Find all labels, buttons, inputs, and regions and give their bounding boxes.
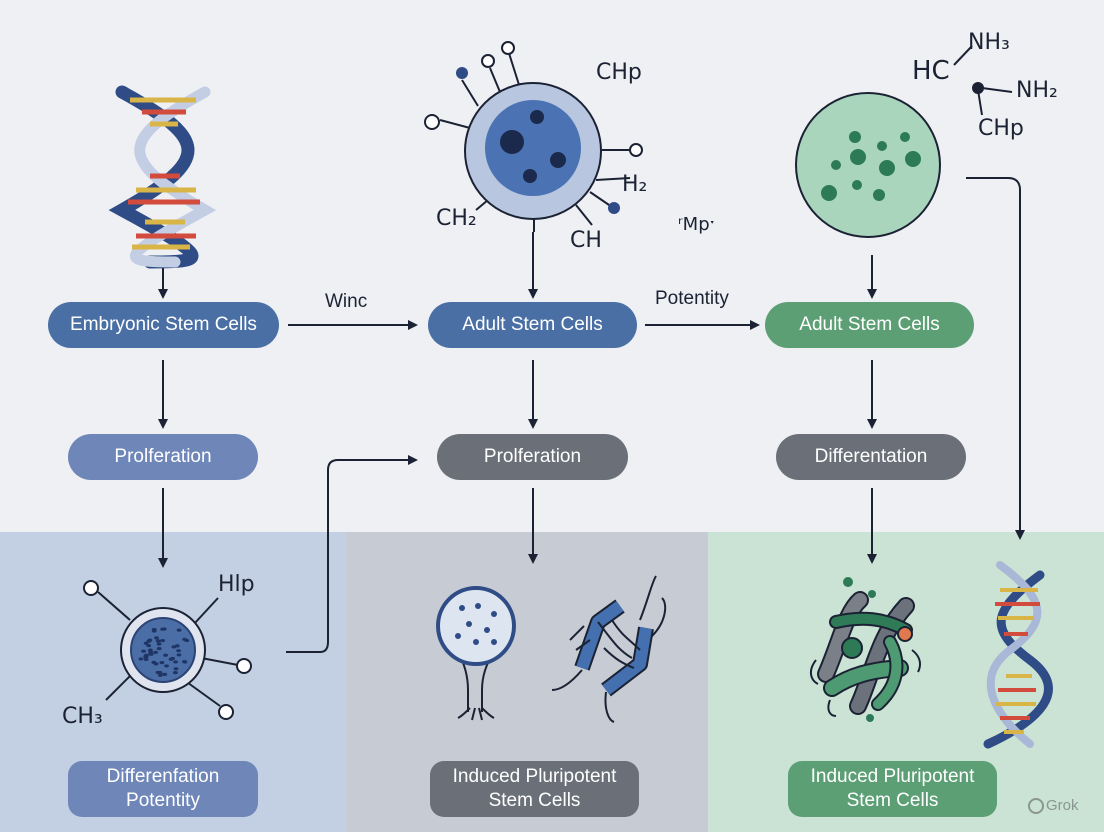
chromatin-dot <box>174 644 180 648</box>
chromatin-dot <box>156 647 162 651</box>
node-line-1: Induced Pluripotent <box>452 766 617 788</box>
chem-label-chp-right: CHp <box>978 116 1024 141</box>
node-proliferation-middle: Prolferation <box>437 434 628 480</box>
chromatin-dot <box>176 628 182 632</box>
chromatin-dot <box>162 672 168 676</box>
green-cell-icon <box>795 92 941 238</box>
node-adult-stem-cells-middle: Adult Stem Cells <box>428 302 637 348</box>
neuron-cell-icon <box>436 586 516 721</box>
chromatin-dot <box>176 653 182 657</box>
dna-helix-icon <box>983 561 1053 749</box>
dna-helix-icon <box>108 85 217 269</box>
chromatin-dot <box>160 627 166 631</box>
chromatin-dot <box>143 641 149 645</box>
chromatin-dot <box>164 664 169 668</box>
chromatin-dot <box>153 662 159 666</box>
chromatin-dot <box>173 667 179 671</box>
edge-label-potentity: Potentity <box>655 288 729 309</box>
node-line-2: Potentity <box>126 790 200 811</box>
node-adult-stem-cells-right: Adult Stem Cells <box>765 302 974 348</box>
chromatin-dot <box>141 649 146 653</box>
chem-label-hlp: Hlp <box>218 572 255 597</box>
protein-cluster-icon <box>810 577 921 722</box>
chem-label-ch3: CH₃ <box>62 704 103 729</box>
chem-label-ch: CH <box>570 228 602 253</box>
chromatin-dot <box>182 637 188 641</box>
node-line-2: Stem Cells <box>488 790 581 811</box>
watermark-text: Grok <box>1046 797 1079 814</box>
chem-label-nh2: NH₂ <box>1016 78 1058 103</box>
chromatin-dot <box>155 639 161 643</box>
chromatin-dot <box>143 657 149 661</box>
chromatin-dots <box>138 627 190 677</box>
chem-label-ch2: CH₂ <box>436 206 477 231</box>
chromatin-dot <box>176 649 181 653</box>
chromatin-dot <box>144 653 149 657</box>
chromatin-dot <box>154 636 159 640</box>
chromatin-dot <box>163 653 169 657</box>
chromatin-dot <box>148 650 153 654</box>
chromatin-dot <box>182 660 188 664</box>
node-differentiation-right: Differentation <box>776 434 966 480</box>
chem-label-nh3: NH₃ <box>968 30 1010 55</box>
edge-label-winc: Winc <box>325 291 368 312</box>
chromatin-dot <box>172 671 178 675</box>
protein-strand-icon <box>551 575 667 723</box>
node-embryonic-stem-cells: Embryonic Stem Cells <box>48 302 279 348</box>
chromatin-dot <box>151 627 157 632</box>
chromatin-dot <box>156 642 162 646</box>
node-line-1: Differenfation <box>106 766 220 788</box>
node-line-2: Stem Cells <box>846 790 939 811</box>
chromatin-dot <box>168 657 174 661</box>
chromatin-dot <box>173 660 178 664</box>
flow-arrows <box>158 177 1025 653</box>
chem-label-chp-top: CHp <box>596 60 642 85</box>
stem-cell-icon <box>424 41 643 232</box>
chromatin-dot <box>157 673 163 677</box>
chromatin-dot <box>159 661 165 665</box>
node-proliferation-left: Prolferation <box>68 434 258 480</box>
node-induced-pluripotent-right: Induced Pluripotent Stem Cells <box>788 761 997 817</box>
grok-logo-icon <box>1028 798 1044 814</box>
chromatin-dot <box>147 638 153 642</box>
chromatin-dot <box>153 650 158 654</box>
node-induced-pluripotent-middle: Induced Pluripotent Stem Cells <box>430 761 639 817</box>
node-differentiation-potentity: Differenfation Potentity <box>68 761 258 817</box>
chromatin-dot <box>160 638 165 643</box>
chem-label-hc: HC <box>912 56 950 86</box>
molecule-icon <box>953 45 1013 116</box>
chromatin-dot <box>138 657 144 661</box>
node-line-1: Induced Pluripotent <box>810 766 975 788</box>
nucleus-cell-icon <box>83 580 252 720</box>
chromatin-dot <box>146 644 152 648</box>
chem-label-mp: ʳMpˑ <box>678 214 716 235</box>
chem-label-h2: H₂ <box>622 172 648 197</box>
chromatin-dot <box>157 670 163 675</box>
